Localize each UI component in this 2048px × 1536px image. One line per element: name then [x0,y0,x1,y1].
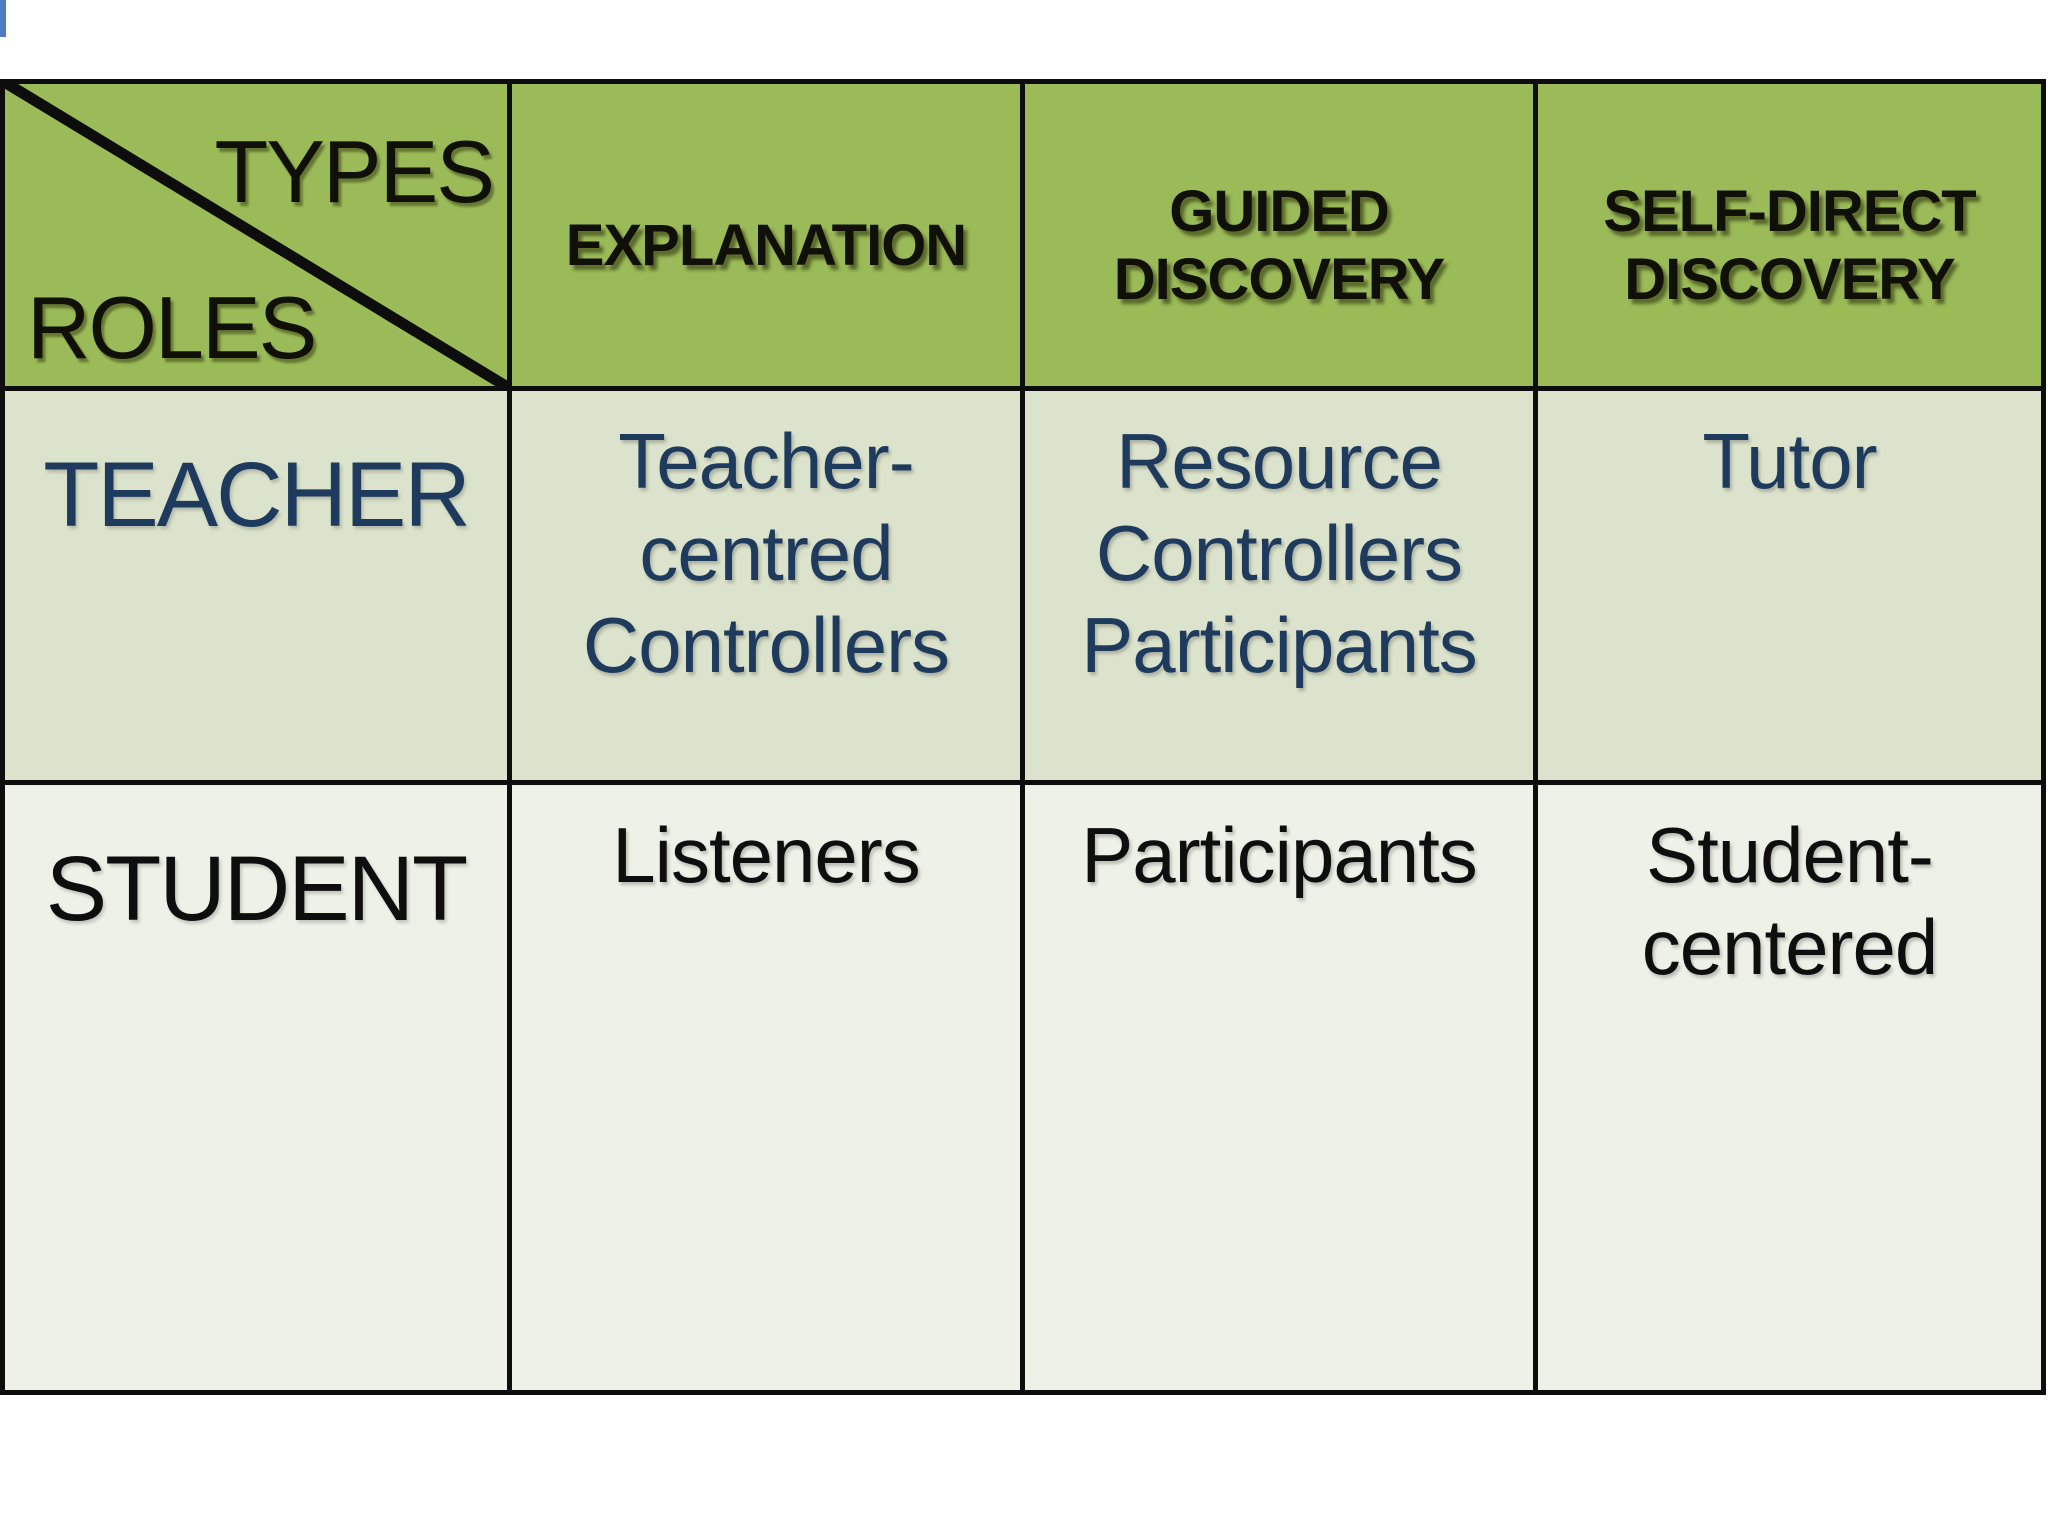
header-cell-guided-discovery: GUIDED DISCOVERY [1025,84,1533,386]
corner-label-types: TYPES [214,122,495,221]
student-explanation-cell: Listeners [512,785,1020,1390]
teacher-selfdirect-cell: Tutor [1538,391,2041,780]
student-row-label: STUDENT [5,785,507,1390]
roles-types-table: TYPES ROLES EXPLANATION GUIDED DISCOVERY… [0,79,2046,1395]
header-corner-cell: TYPES ROLES [5,84,507,386]
corner-marker [0,0,6,37]
student-guided-cell: Participants [1025,785,1533,1390]
header-cell-explanation: EXPLANATION [512,84,1020,386]
teacher-explanation-cell: Teacher- centred Controllers [512,391,1020,780]
diagonal-divider [5,84,507,386]
student-selfdirect-cell: Student- centered [1538,785,2041,1390]
teacher-row-label: TEACHER [5,391,507,780]
header-cell-self-direct-discovery: SELF-DIRECT DISCOVERY [1538,84,2041,386]
corner-label-roles: ROLES [27,278,317,377]
teacher-guided-cell: Resource Controllers Participants [1025,391,1533,780]
